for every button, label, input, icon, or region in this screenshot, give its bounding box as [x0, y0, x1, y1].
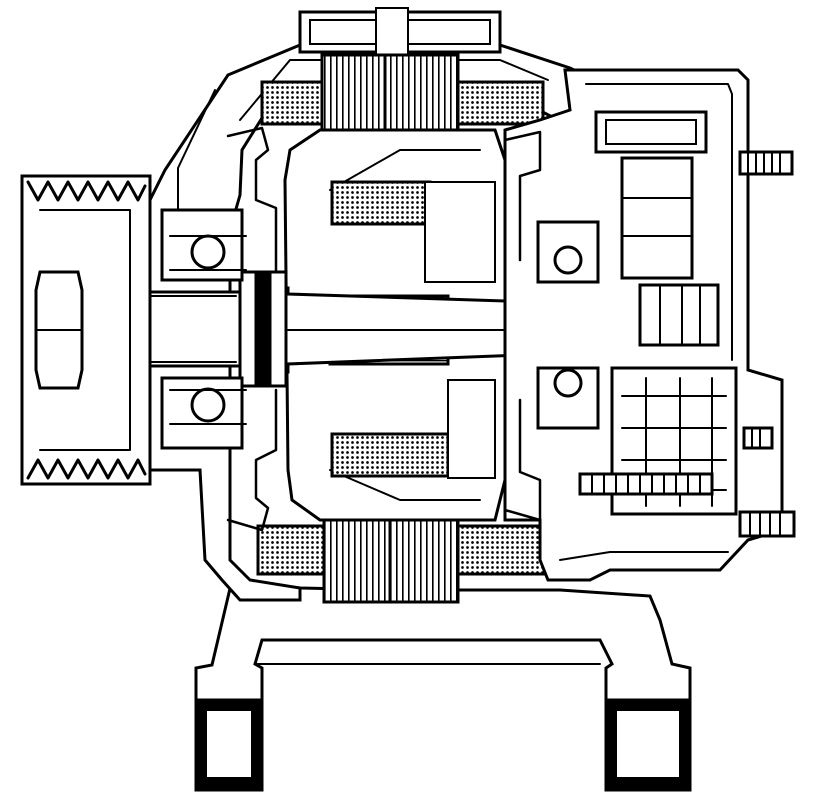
- stator-winding-bottom-right: [456, 524, 548, 576]
- internal-fan-slip-ring-end: [503, 130, 542, 522]
- battery-terminal-stud-middle: [742, 426, 774, 450]
- field-coil-lower: [330, 432, 450, 478]
- internal-fan-drive-end: [226, 126, 278, 532]
- field-coil-upper: [330, 180, 432, 226]
- battery-terminal-stud-upper: [738, 150, 794, 176]
- stator-winding-bottom-left: [256, 524, 326, 576]
- slip-ring-assembly: [638, 283, 720, 347]
- ground-terminal-stud: [738, 510, 796, 538]
- stator-winding-top-right: [453, 80, 545, 126]
- brush-holder: [620, 156, 694, 280]
- stator-winding-top-left: [260, 80, 324, 126]
- drive-pulley: [20, 174, 152, 486]
- stator-core-top: [320, 53, 460, 132]
- slip-ring-end-bearing: [536, 220, 600, 430]
- drive-end-bearing: [160, 208, 247, 450]
- output-terminal-stud-lower: [578, 472, 714, 496]
- lower-mounting-bracket: [194, 578, 692, 792]
